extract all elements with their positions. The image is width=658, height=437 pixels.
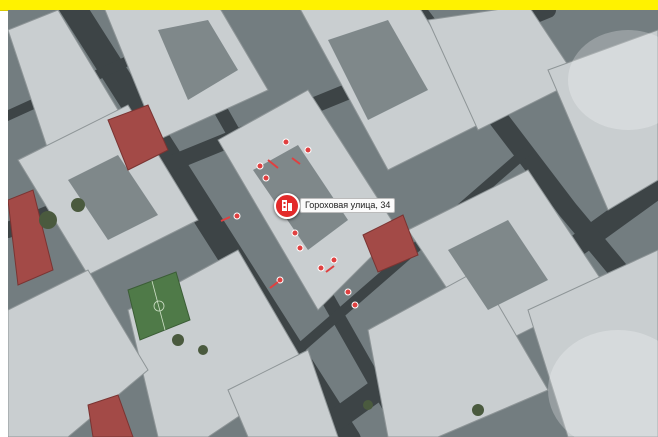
building-icon	[282, 200, 292, 211]
address-label: Гороховая улица, 34	[300, 198, 396, 213]
map-imagery	[8, 10, 658, 437]
selected-place-marker[interactable]	[274, 193, 300, 219]
satellite-map[interactable]: Гороховая улица, 34	[8, 10, 658, 437]
